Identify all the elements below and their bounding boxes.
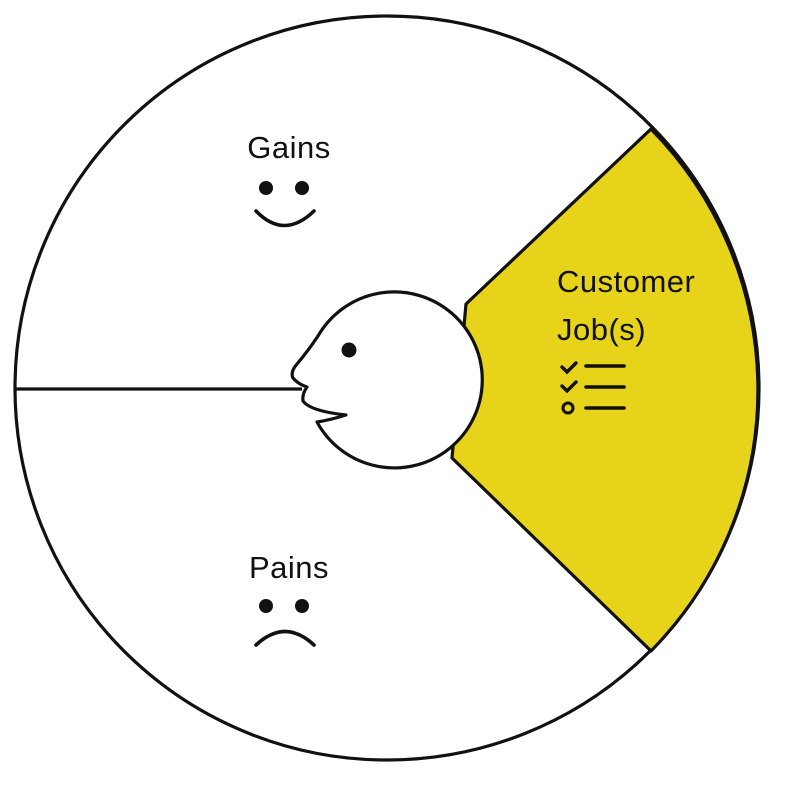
smiley-face-icon — [254, 181, 316, 228]
customer-head-icon — [290, 290, 484, 470]
gains-label: Gains — [247, 130, 330, 165]
customer-jobs-label-line1: Customer — [557, 264, 695, 299]
pains-label: Pains — [249, 550, 329, 585]
customer-jobs-label-line2: Job(s) — [557, 312, 646, 347]
customer-jobs-segment[interactable] — [450, 127, 760, 653]
checklist-icon — [560, 361, 626, 415]
frowning-face-icon — [254, 599, 316, 647]
